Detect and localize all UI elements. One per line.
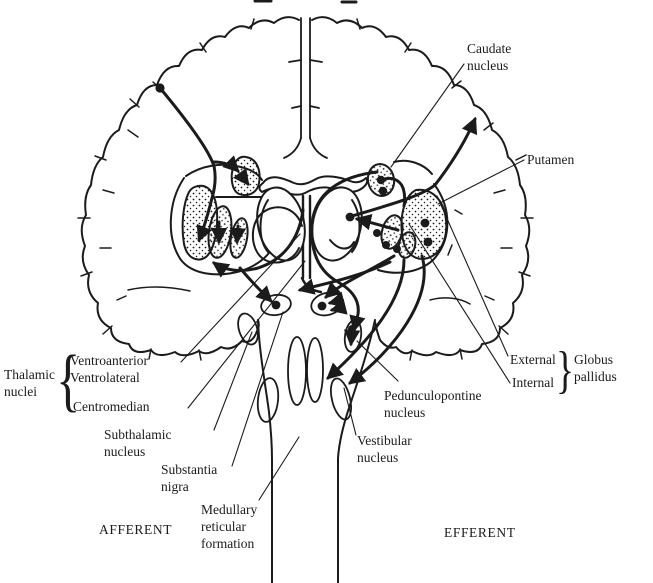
label-line: nuclei xyxy=(4,384,37,399)
label-subthalamic-nucleus: Subthalamic nucleus xyxy=(104,426,172,460)
leader-putamen xyxy=(437,159,525,205)
label-vestibular-nucleus: Vestibular nucleus xyxy=(357,432,412,466)
leader-vestibular xyxy=(343,387,357,436)
label-line: nucleus xyxy=(384,405,426,420)
label-line: Subthalamic xyxy=(104,427,172,442)
label-internal: Internal xyxy=(512,375,554,390)
substantia-nigra-right-shape xyxy=(310,291,344,317)
sulci-marks xyxy=(77,18,534,361)
label-line: nucleus xyxy=(467,58,509,73)
afferent-pathways xyxy=(158,86,305,303)
cell-body-dots xyxy=(155,83,433,333)
label-substantia-nigra: Substantia nigra xyxy=(161,461,217,495)
label-line: nucleus xyxy=(357,450,399,465)
lower-left-nucleus-shape xyxy=(256,377,280,423)
leader-centromedian xyxy=(187,260,306,409)
label-line: reticular xyxy=(201,519,246,534)
label-medullary-reticular-formation: Medullary reticular formation xyxy=(201,501,257,552)
label-line: Substantia xyxy=(161,462,218,477)
leader-internal xyxy=(408,223,511,384)
scan-artifact-marks xyxy=(253,0,358,4)
label-afferent: AFFERENT xyxy=(99,522,173,537)
substantia-nigra-left-shape xyxy=(260,293,292,317)
leader-pedunculopontine xyxy=(356,340,399,382)
leader-caudate xyxy=(390,63,465,168)
label-putamen: Putamen xyxy=(527,152,575,167)
globus-pallidus-brace: } xyxy=(556,342,574,399)
label-line: nigra xyxy=(161,479,189,494)
label-line: formation xyxy=(201,536,255,551)
leader-substantia-nigra xyxy=(231,311,284,467)
label-caudate-nucleus: Caudate nucleus xyxy=(467,40,511,74)
label-line: pallidus xyxy=(574,369,617,384)
thalamic-nuclei-brace: { xyxy=(56,342,81,419)
label-ventrolateral: Ventrolateral xyxy=(70,370,140,385)
label-efferent: EFFERENT xyxy=(444,525,516,540)
subthalamic-nucleus-shape xyxy=(237,312,259,346)
label-thalamic-nuclei: Thalamic nuclei xyxy=(4,366,55,400)
label-leader-lines xyxy=(180,63,525,501)
label-line: Medullary xyxy=(201,502,258,517)
label-line: nucleus xyxy=(104,444,146,459)
label-line: Caudate xyxy=(467,41,512,56)
leader-external xyxy=(436,195,509,357)
label-pedunculopontine-nucleus: Pedunculopontine nucleus xyxy=(384,387,482,421)
internal-capsule-right xyxy=(377,159,449,274)
medullary-rf-shape-1 xyxy=(287,336,307,406)
label-ventroanterior: Ventroanterior xyxy=(70,353,148,368)
label-line: Pedunculopontine xyxy=(384,388,482,403)
label-line: Globus xyxy=(574,352,614,367)
basal-ganglia-right xyxy=(366,163,448,260)
caudate-left xyxy=(230,155,261,197)
label-centromedian: Centromedian xyxy=(73,399,150,414)
brainstem-nuclei xyxy=(237,291,363,423)
medullary-rf-shape-2 xyxy=(306,337,324,403)
interhemispheric-fissure xyxy=(283,17,328,159)
efferent-pathways xyxy=(297,116,478,385)
label-external: External xyxy=(510,352,556,367)
leader-subthalamic xyxy=(213,331,253,431)
right-hemisphere-outline xyxy=(311,16,531,357)
globus-pallidus-internal-right xyxy=(397,231,417,259)
label-line: Vestibular xyxy=(357,433,412,448)
label-globus-pallidus: Globus pallidus xyxy=(574,351,617,385)
leader-medullary xyxy=(258,436,300,501)
label-line: Thalamic xyxy=(4,367,55,382)
leader-ventroanterior xyxy=(180,233,301,363)
